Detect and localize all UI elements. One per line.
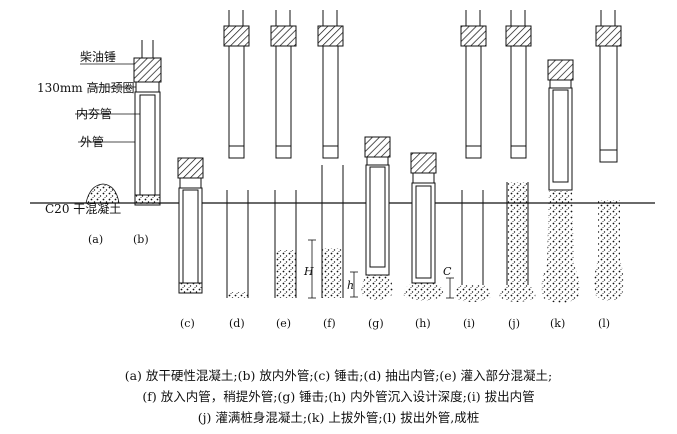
step-d-assembly xyxy=(223,10,250,298)
dim-h: h xyxy=(347,279,354,292)
label-outer-pipe: 外管 xyxy=(80,134,104,149)
step-labels: (a) (b) (c) (d) (e) (f) (g) (h) (i) (j) … xyxy=(88,233,610,330)
label-hammer: 柴油锤 xyxy=(80,49,116,64)
step-c-assembly xyxy=(177,157,204,294)
step-label: (g) xyxy=(368,317,384,330)
step-label: (k) xyxy=(550,317,565,330)
step-j-assembly xyxy=(499,10,536,302)
label-inner-pipe: 内夯管 xyxy=(76,106,112,121)
step-l-assembly xyxy=(594,10,624,301)
step-label: (h) xyxy=(415,317,431,330)
step-label: (d) xyxy=(229,317,245,330)
step-h-assembly xyxy=(403,152,454,301)
caption-line-2: (f) 放入内管，稍提外管;(g) 锤击;(h) 内外管沉入设计深度;(i) 拔… xyxy=(142,389,535,404)
step-label: (i) xyxy=(463,317,475,330)
step-label: (l) xyxy=(598,317,610,330)
step-label: (f) xyxy=(323,317,336,330)
step-e-assembly xyxy=(270,10,297,298)
step-label: (b) xyxy=(133,233,149,246)
step-g-assembly xyxy=(350,136,393,300)
dry-concrete-heap xyxy=(85,183,120,204)
step-label: (a) xyxy=(88,233,103,246)
step-label: (c) xyxy=(180,317,195,330)
label-leaders xyxy=(75,63,140,143)
step-label: (j) xyxy=(508,317,520,330)
step-k-assembly xyxy=(541,59,580,303)
caption-line-1: (a) 放干硬性混凝土;(b) 放内外管;(c) 锤击;(d) 抽出内管;(e)… xyxy=(124,368,553,383)
step-f-assembly xyxy=(308,10,344,299)
dim-C: C xyxy=(443,265,452,278)
dim-H: H xyxy=(303,265,314,278)
label-concrete: C20 干混凝土 xyxy=(45,201,121,216)
figure-caption: (a) 放干硬性混凝土;(b) 放内外管;(c) 锤击;(d) 抽出内管;(e)… xyxy=(0,365,677,428)
label-collar: 130mm 高加颈圈 xyxy=(37,80,134,95)
step-label: (e) xyxy=(276,317,291,330)
caption-line-3: (j) 灌满桩身混凝土;(k) 上拔外管;(l) 拔出外管,成桩 xyxy=(197,410,480,425)
step-b-assembly xyxy=(133,40,162,206)
step-i-assembly xyxy=(454,10,491,302)
